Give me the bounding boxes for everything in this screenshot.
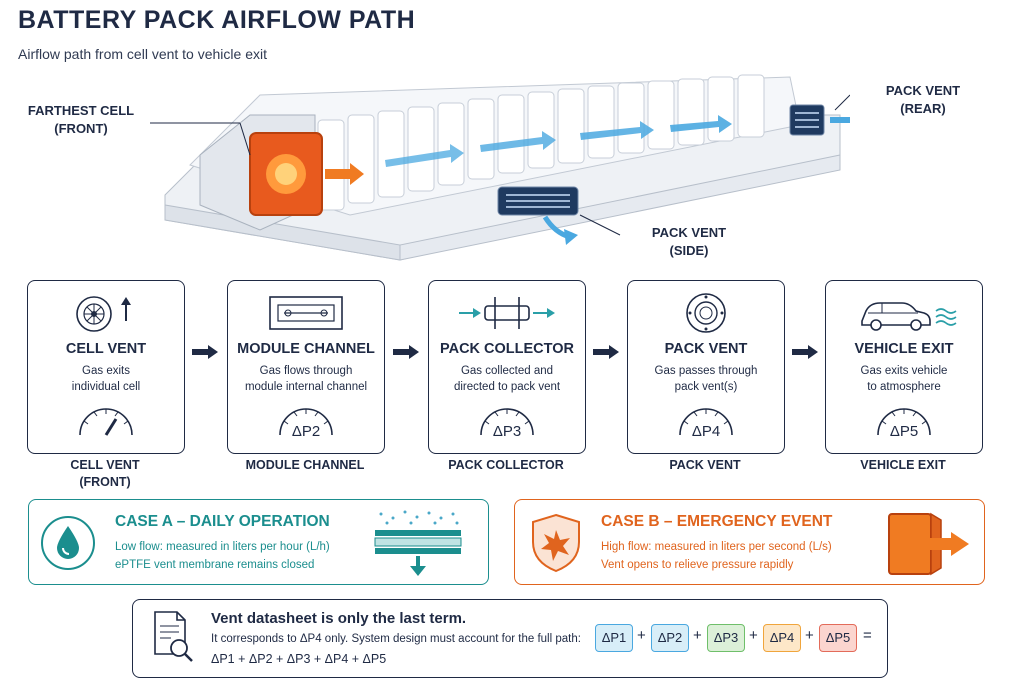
dp-term-box: ΔP3 [707, 624, 745, 652]
page-subtitle: Airflow path from cell vent to vehicle e… [18, 46, 267, 62]
shield-burst-icon [532, 513, 580, 573]
stage-desc-line: individual cell [71, 381, 141, 393]
stage-module-channel: MODULE CHANNEL Gas flows through module … [227, 280, 385, 454]
callout-farthest-cell-line1: FARTHEST CELL [27, 103, 135, 118]
arrow-right-icon [192, 345, 218, 359]
stage-vehicle-exit: VEHICLE EXIT Gas exits vehicle to atmosp… [825, 280, 983, 454]
callout-rear-line2: (REAR) [900, 101, 946, 116]
operator: + [749, 627, 758, 644]
arrow-right-icon [792, 345, 818, 359]
case-b-panel: CASE B – EMERGENCY EVENT High flow: meas… [514, 499, 985, 585]
fan-icon [76, 296, 131, 332]
datasheet-note: Vent datasheet is only the last term. It… [132, 599, 888, 678]
gauge-label: ΔP3 [493, 423, 521, 440]
stage-label-line: (FRONT) [79, 475, 131, 489]
dp-term-box: ΔP2 [651, 624, 689, 652]
gauge-icon [79, 408, 133, 436]
stage-title: VEHICLE EXIT [854, 341, 954, 357]
gauge-label: ΔP5 [890, 423, 918, 440]
operator: + [637, 627, 646, 644]
case-a-panel: CASE A – DAILY OPERATION Low flow: measu… [28, 499, 489, 585]
stage-description: Gas exits vehicle to atmosphere [832, 363, 976, 395]
stage-label-vehicle-exit: VEHICLE EXIT [860, 458, 946, 472]
gauge-icon: ΔP2 [279, 408, 333, 440]
note-line-term: ΔP4 [299, 633, 322, 645]
arrow-right-icon [393, 345, 419, 359]
callout-farthest-cell-line2: (FRONT) [54, 121, 108, 136]
note-line-pre: It corresponds to [211, 633, 300, 645]
stage-pack-collector: PACK COLLECTOR Gas collected and directe… [428, 280, 586, 454]
stage-desc-line: directed to pack vent [453, 381, 561, 393]
stage-label-line: CELL VENT [70, 458, 140, 472]
gauge-icon: ΔP5 [877, 408, 931, 440]
note-line: It corresponds to ΔP4 only. System desig… [211, 633, 581, 645]
channel-icon [269, 296, 343, 330]
arrow-right-icon [593, 345, 619, 359]
gauge-icon: ΔP3 [480, 408, 534, 440]
stage-desc-line: Gas exits [82, 365, 130, 377]
stage-cell-vent: CELL VENT Gas exits individual cell [27, 280, 185, 454]
pipe-icon [459, 297, 555, 329]
case-a-line2: ePTFE vent membrane remains closed [115, 559, 315, 571]
battery-pack-illustration [150, 74, 850, 261]
stage-description: Gas collected and directed to pack vent [435, 363, 579, 395]
stage-label-module-channel: MODULE CHANNEL [245, 458, 365, 472]
callout-pack-vent-side: PACK VENT (SIDE) [634, 224, 744, 260]
gauge-icon: ΔP4 [679, 408, 733, 440]
note-line-post: only. System design must account for the… [321, 633, 581, 645]
callout-side-line1: PACK VENT [651, 225, 727, 240]
stage-desc-line: module internal channel [244, 381, 368, 393]
water-drop-icon [41, 516, 95, 570]
note-formula: ΔP1 + ΔP2 + ΔP3 + ΔP4 + ΔP5 [211, 652, 387, 666]
car-icon [861, 302, 957, 331]
case-a-title: CASE A – DAILY OPERATION [115, 513, 330, 530]
stage-title: PACK COLLECTOR [440, 341, 574, 357]
vent-icon [686, 293, 726, 333]
stage-label-pack-collector: PACK COLLECTOR [448, 458, 564, 472]
note-title: Vent datasheet is only the last term. [211, 610, 467, 627]
case-a-line1: Low flow: measured in liters per hour (L… [115, 541, 330, 553]
callout-side-line2: (SIDE) [669, 243, 709, 258]
dp-term-box: ΔP4 [763, 624, 801, 652]
stage-label-cell-vent: CELL VENT (FRONT) [27, 457, 183, 491]
stage-pack-vent: PACK VENT Gas passes through pack vent(s… [627, 280, 785, 454]
stage-description: Gas passes through pack vent(s) [634, 363, 778, 395]
membrane-icon [374, 510, 462, 576]
page-title: BATTERY PACK AIRFLOW PATH [18, 6, 416, 34]
callout-farthest-cell: FARTHEST CELL (FRONT) [18, 102, 144, 138]
document-search-icon [154, 611, 193, 662]
operator: + [805, 627, 814, 644]
dp-term-box: ΔP1 [595, 624, 633, 652]
callout-rear-line1: PACK VENT [885, 83, 961, 98]
stage-title: CELL VENT [65, 341, 147, 357]
stage-description: Gas exits individual cell [34, 363, 178, 395]
gauge-label: ΔP4 [692, 423, 720, 440]
case-b-title: CASE B – EMERGENCY EVENT [601, 513, 833, 530]
stage-title: PACK VENT [664, 341, 748, 357]
dp-term-box: ΔP5 [819, 624, 857, 652]
case-b-line2: Vent opens to relieve pressure rapidly [601, 559, 794, 571]
stage-desc-line: to atmosphere [867, 381, 941, 393]
stage-title: MODULE CHANNEL [237, 341, 375, 357]
stage-description: Gas flows through module internal channe… [234, 363, 378, 395]
open-vent-icon [888, 512, 969, 576]
stage-label-pack-vent: PACK VENT [669, 458, 741, 472]
stage-desc-line: Gas flows through [259, 365, 353, 377]
stage-desc-line: Gas collected and [460, 365, 554, 377]
gauge-label: ΔP2 [292, 423, 320, 440]
operator: + [693, 627, 702, 644]
stage-desc-line: Gas exits vehicle [860, 365, 948, 377]
stage-desc-line: pack vent(s) [674, 381, 738, 393]
case-b-line1: High flow: measured in liters per second… [601, 541, 832, 553]
operator: = [863, 627, 872, 644]
stage-desc-line: Gas passes through [654, 365, 758, 377]
callout-pack-vent-rear: PACK VENT (REAR) [868, 82, 978, 118]
